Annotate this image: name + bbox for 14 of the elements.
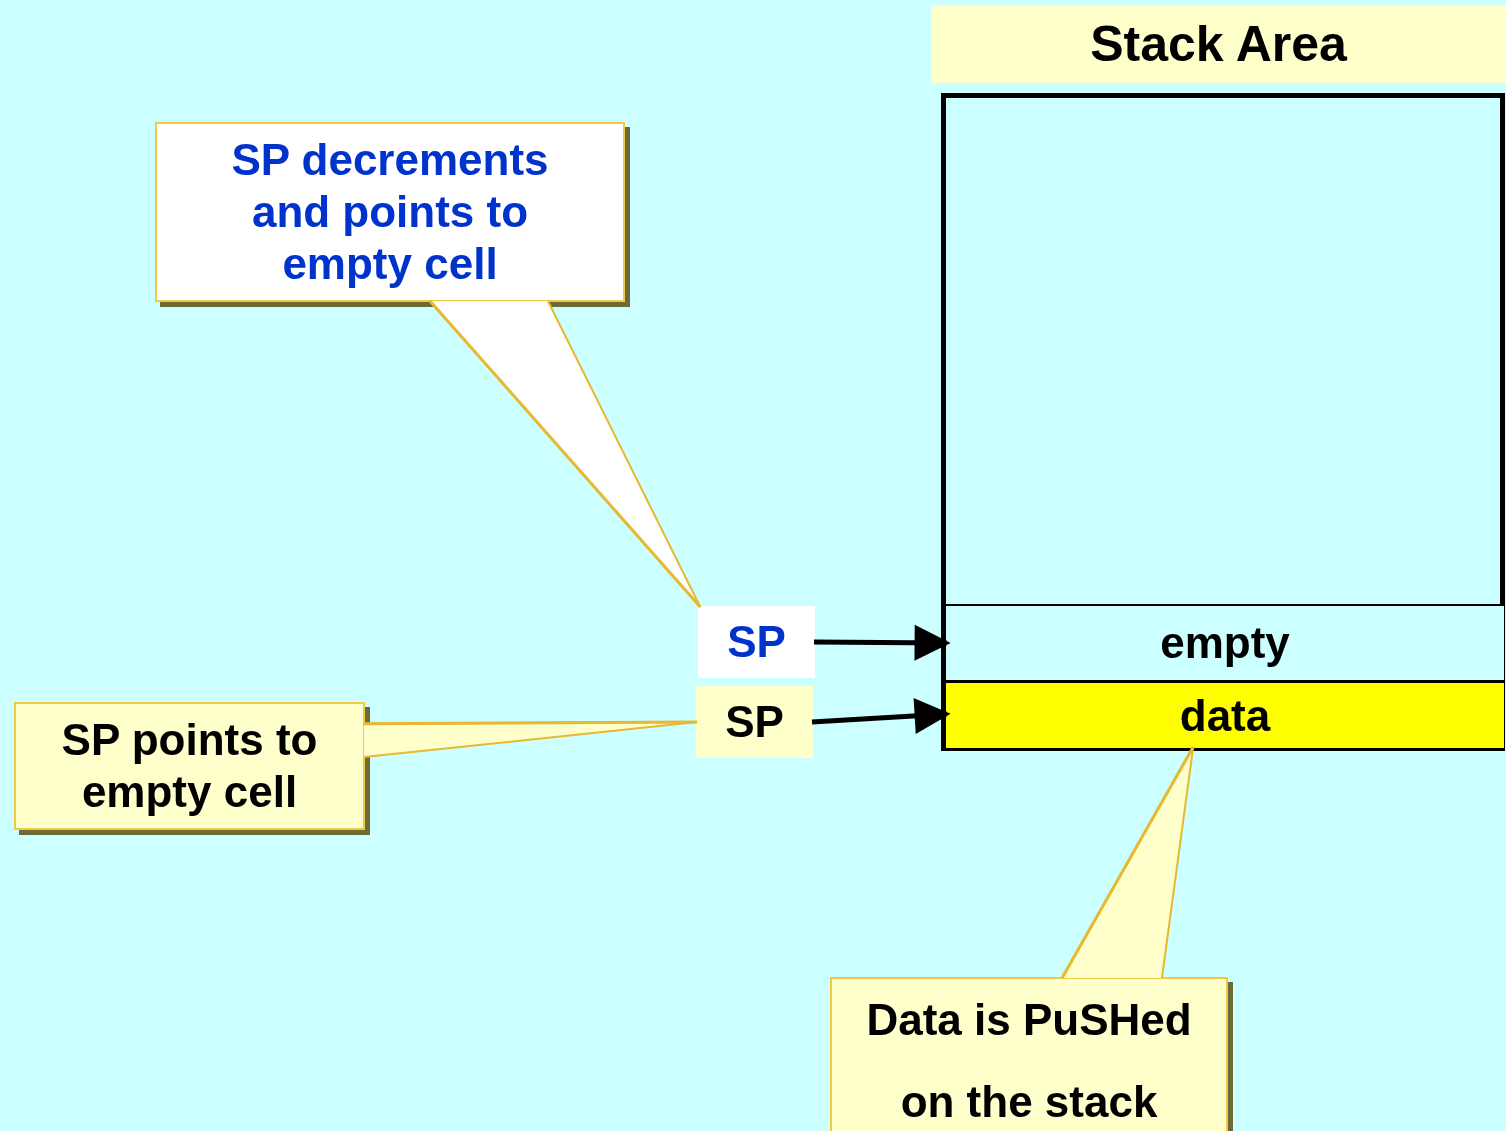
pointer-label-box <box>696 686 813 758</box>
stack-cell <box>946 604 1504 682</box>
pointer-label: SP <box>725 697 784 747</box>
data-cell <box>946 680 1504 748</box>
pointer-label: SP <box>727 617 786 667</box>
pointer-label-box <box>698 606 815 678</box>
arrow <box>814 624 951 661</box>
cell-label: data <box>1179 690 1271 741</box>
callout-text: SP decrements and points to empty cell <box>230 134 550 290</box>
callout-text: Data is PuSHed on the stack <box>865 994 1193 1128</box>
stack-area-heading: Stack Area <box>931 5 1506 83</box>
arrow <box>811 697 951 734</box>
cell-label: empty <box>1160 618 1290 668</box>
callout-text: SP points to empty cell <box>60 714 319 818</box>
